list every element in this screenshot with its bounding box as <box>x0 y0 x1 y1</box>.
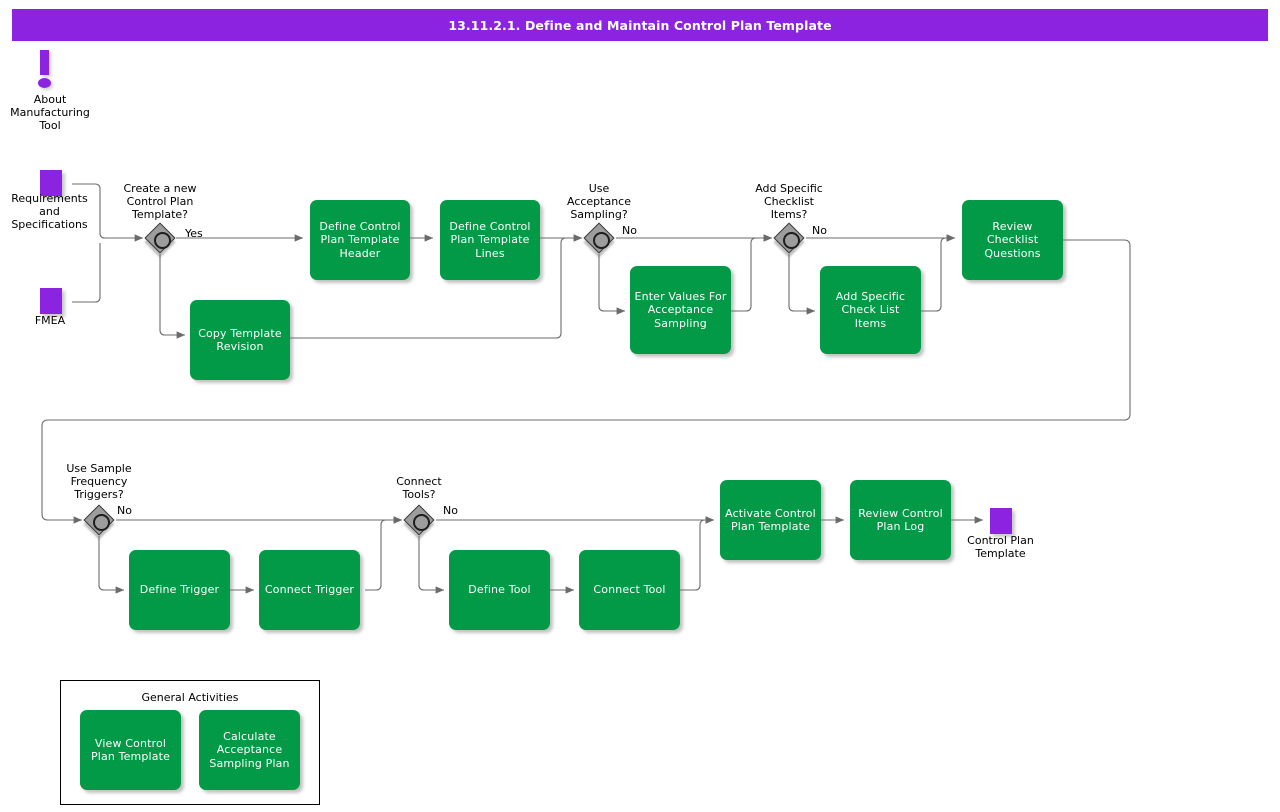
task-define-tool[interactable]: Define Tool <box>449 550 550 630</box>
gateway-sample-frequency-branch-label: No <box>117 504 132 517</box>
gateway-sample-frequency-label: Use Sample Frequency Triggers? <box>66 462 132 501</box>
exclamation-dot-icon <box>38 78 51 88</box>
task-add-specific-check-list-items[interactable]: Add Specific Check List Items <box>820 266 921 354</box>
gateway-acceptance-sampling-label: Use Acceptance Sampling? <box>566 182 632 221</box>
task-activate-control-plan-template[interactable]: Activate Control Plan Template <box>720 480 821 560</box>
gateway-circle-icon <box>93 514 110 531</box>
task-define-trigger[interactable]: Define Trigger <box>129 550 230 630</box>
task-enter-values-for-acceptance-sampling[interactable]: Enter Values For Acceptance Sampling <box>630 266 731 354</box>
gateway-connect-tools-label: Connect Tools? <box>396 475 442 501</box>
about-manufacturing-tool-label: About Manufacturing Tool <box>10 93 90 132</box>
gateway-use-sample-frequency-triggers[interactable] <box>83 504 115 536</box>
data-object-requirements[interactable] <box>40 170 62 196</box>
task-review-checklist-questions[interactable]: Review Checklist Questions <box>962 200 1063 280</box>
task-define-control-plan-template-lines[interactable]: Define Control Plan Template Lines <box>440 200 540 280</box>
gateway-circle-icon <box>154 232 171 249</box>
gateway-connect-tools[interactable] <box>403 504 435 536</box>
task-copy-template-revision[interactable]: Copy Template Revision <box>190 300 290 380</box>
task-review-control-plan-log[interactable]: Review Control Plan Log <box>850 480 951 560</box>
gateway-checklist-items-branch-label: No <box>812 224 827 237</box>
gateway-circle-icon <box>593 232 610 249</box>
data-object-fmea[interactable] <box>40 288 62 314</box>
task-connect-tool[interactable]: Connect Tool <box>579 550 680 630</box>
about-manufacturing-tool-icon[interactable] <box>30 50 70 90</box>
task-view-control-plan-template[interactable]: View Control Plan Template <box>80 710 181 790</box>
gateway-connect-tools-branch-label: No <box>443 504 458 517</box>
data-object-fmea-label: FMEA <box>34 314 66 327</box>
gateway-checklist-items-label: Add Specific Checklist Items? <box>755 182 823 221</box>
page-title: 13.11.2.1. Define and Maintain Control P… <box>12 9 1268 41</box>
gateway-create-new-branch-label: Yes <box>185 227 203 240</box>
gateway-create-new-control-plan-template[interactable] <box>144 222 176 254</box>
gateway-add-specific-checklist-items[interactable] <box>773 222 805 254</box>
gateway-create-new-label: Create a new Control Plan Template? <box>123 182 197 221</box>
task-calculate-acceptance-sampling-plan[interactable]: Calculate Acceptance Sampling Plan <box>199 710 300 790</box>
task-connect-trigger[interactable]: Connect Trigger <box>259 550 360 630</box>
gateway-acceptance-sampling-branch-label: No <box>622 224 637 237</box>
exclamation-bar-icon <box>40 50 49 75</box>
gateway-circle-icon <box>783 232 800 249</box>
task-define-control-plan-template-header[interactable]: Define Control Plan Template Header <box>310 200 410 280</box>
gateway-use-acceptance-sampling[interactable] <box>583 222 615 254</box>
general-activities-title: General Activities <box>141 691 239 704</box>
data-object-control-plan-template[interactable] <box>990 508 1012 534</box>
data-object-control-plan-template-label: Control Plan Template <box>967 534 1034 560</box>
gateway-circle-icon <box>413 514 430 531</box>
data-object-requirements-label: Requirements and Specifications <box>11 192 88 231</box>
